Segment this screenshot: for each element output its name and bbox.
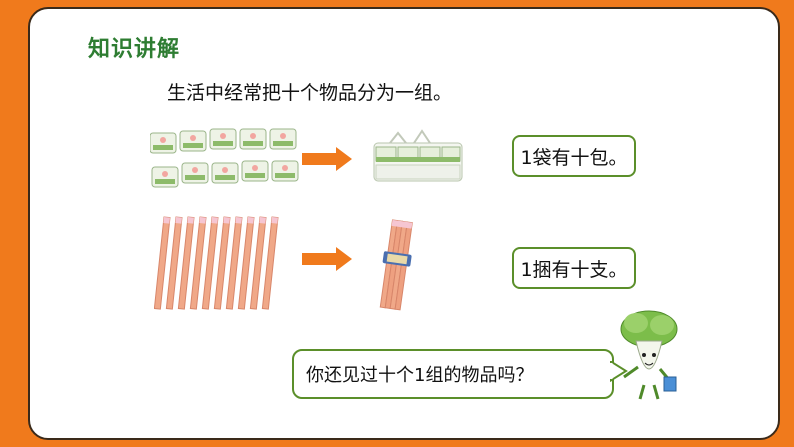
- arrow-right-icon-2: [302, 247, 352, 271]
- tissue-pack-icon: [150, 128, 299, 188]
- cabbage-mascot-icon: [620, 310, 678, 400]
- question-bubble: 你还见过十个1组的物品吗？: [292, 349, 614, 399]
- tissue-bag-icon: [373, 129, 463, 182]
- bubble-tail: [610, 361, 628, 383]
- arrow-right-icon: [302, 147, 352, 171]
- slide-frame: 知识讲解 生活中经常把十个物品分为一组。 1袋有十包。: [28, 7, 780, 440]
- intro-text: 生活中经常把十个物品分为一组。: [167, 82, 453, 104]
- answer-box-bundle: 1捆有十支。: [512, 247, 636, 289]
- pencil-icon: [154, 216, 279, 310]
- pencil-bundle-icon: [379, 219, 413, 311]
- answer-box-bag: 1袋有十包。: [512, 135, 636, 177]
- slide-title: 知识讲解: [88, 37, 181, 62]
- tissue-packs-group: [150, 128, 299, 188]
- pencils-group: [154, 216, 279, 310]
